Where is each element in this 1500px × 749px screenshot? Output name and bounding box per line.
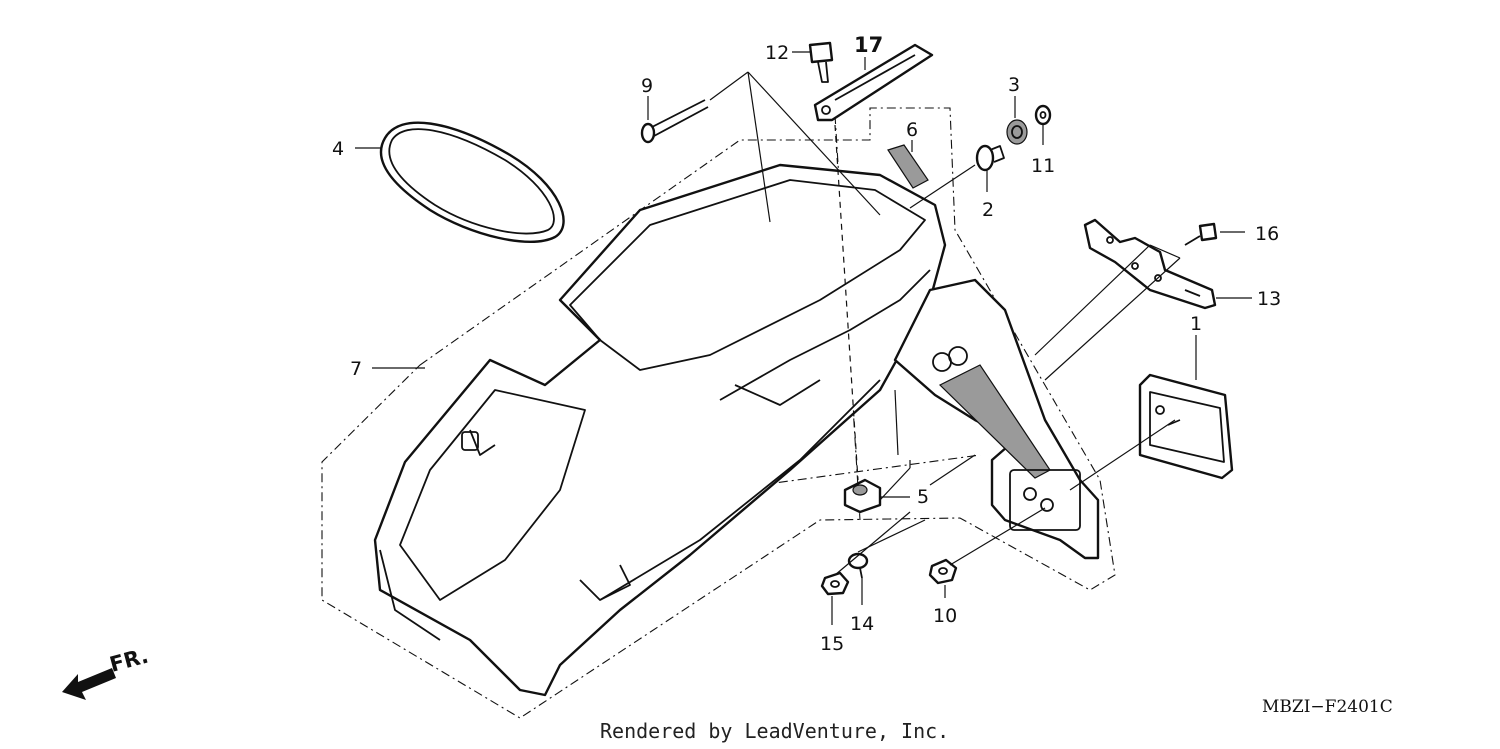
part-12-bolt[interactable] [808,41,834,83]
callout-1: 1 [1190,313,1202,335]
part-10-nut[interactable] [928,558,958,585]
front-direction-arrow: FR. [62,644,151,700]
part-5-nut-clip[interactable] [843,478,882,514]
callout-13: 13 [1257,288,1281,310]
part-1-reflector[interactable] [1138,373,1234,480]
part-16-bolt[interactable] [1184,222,1218,246]
assembly-outline [321,107,1116,719]
callout-14: 14 [850,613,874,635]
callout-9: 9 [641,75,653,97]
footer-credit: Rendered by LeadVenture, Inc. [600,719,949,743]
callout-7: 7 [350,358,362,380]
part-15-nut[interactable] [820,571,850,596]
callout-16: 16 [1255,223,1279,245]
callout-labels: 4 7 9 12 17 6 2 3 11 16 13 1 5 14 15 10 [332,33,1281,655]
callout-15: 15 [820,633,844,655]
part-11-washer[interactable] [1034,104,1052,126]
part-4-seal-ring[interactable] [379,121,565,243]
callout-6: 6 [906,119,918,141]
callout-5: 5 [917,486,929,508]
leader-lines [355,51,1252,625]
part-2-collar[interactable] [975,144,1005,172]
part-13-bracket[interactable] [1083,218,1217,310]
callout-3: 3 [1008,74,1020,96]
part-6-damper[interactable] [887,144,929,189]
callout-17: 17 [854,33,883,57]
part-14-bolt[interactable] [847,552,869,579]
license-bracket[interactable] [893,278,1100,560]
part-17-strap[interactable] [813,43,934,122]
part-9-bolt[interactable] [640,99,709,144]
part-7-rear-fender[interactable] [373,163,947,697]
callout-2: 2 [982,199,994,221]
callout-10: 10 [933,605,957,627]
diagram-code: MBZI−F2401C [1262,697,1393,717]
direction-label: FR. [107,644,151,677]
callout-4: 4 [332,138,344,160]
part-3-grommet[interactable] [1006,119,1028,145]
callout-11: 11 [1031,155,1055,177]
callout-12: 12 [765,42,789,64]
